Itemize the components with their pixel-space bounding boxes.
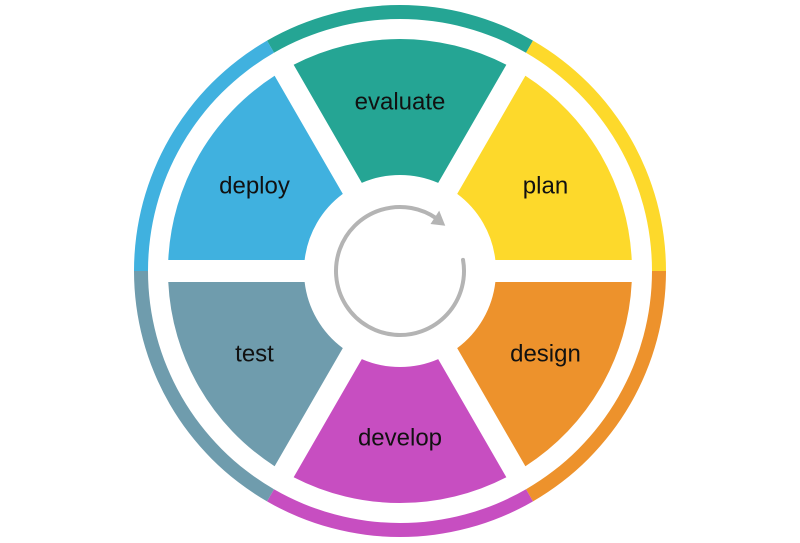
stage-label-evaluate: evaluate [355,88,446,115]
circular-arrow-icon [334,205,466,337]
ring-arc-deploy [134,40,274,271]
stage-labels: evaluate plan design develop test deploy [219,88,581,451]
segment-deploy [168,75,343,261]
ring-arc-test [134,271,274,502]
stage-label-deploy: deploy [219,172,290,199]
outer-ring [134,5,666,537]
segment-evaluate [293,38,507,183]
center-hub [324,195,476,347]
segment-test [168,281,343,467]
segment-design [457,281,632,467]
ring-arc-evaluate [267,5,533,53]
stage-label-plan: plan [523,172,568,199]
center-circle [324,195,476,347]
segment-plan [457,75,632,261]
ring-arc-plan [526,40,666,271]
stage-label-test: test [235,340,274,367]
segment-develop [293,359,507,504]
ring-arc-design [526,271,666,502]
stage-segments [168,38,632,504]
ring-arc-develop [267,489,533,537]
stage-label-design: design [510,340,581,367]
stage-label-develop: develop [358,424,442,451]
